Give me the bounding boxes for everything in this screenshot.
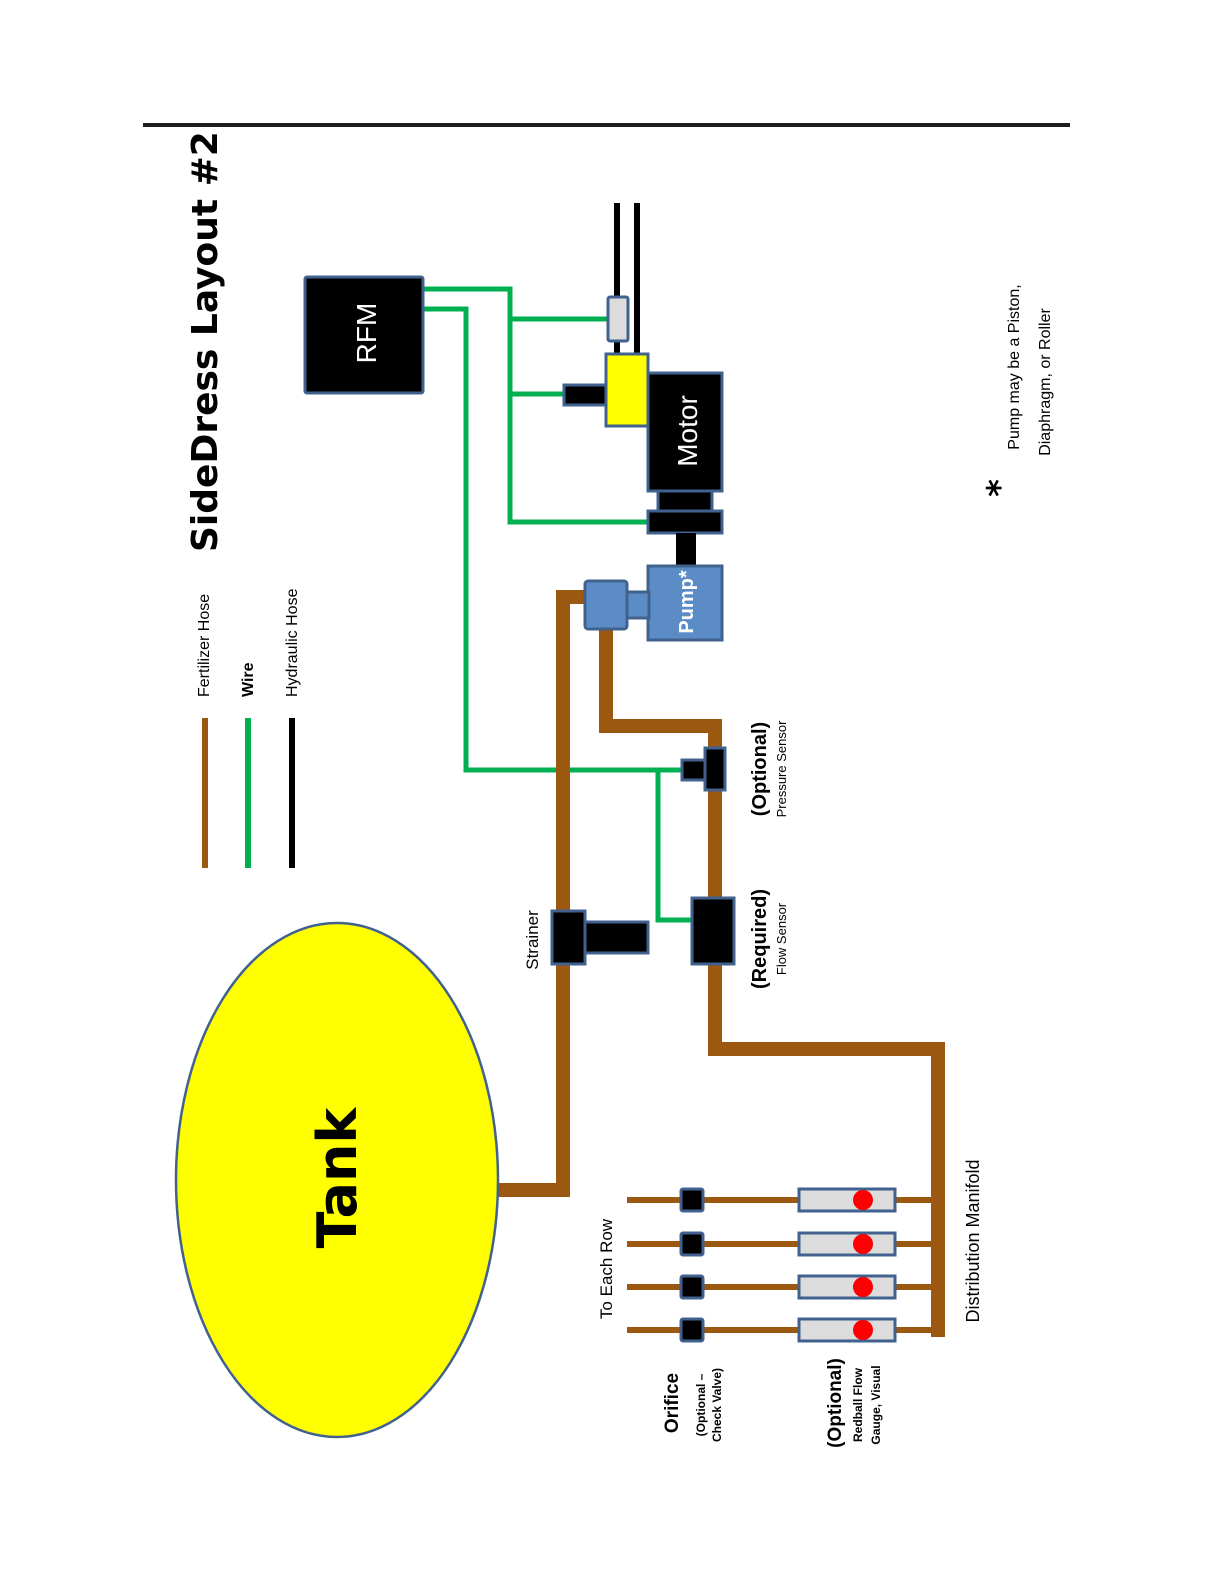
redball-gauge	[799, 1233, 895, 1255]
redball-indicator	[853, 1277, 873, 1297]
legend-wire-label: Wire	[240, 662, 257, 697]
flow-sensor-name: Flow Sensor	[774, 902, 789, 975]
redball-gauge	[799, 1189, 895, 1211]
redball-qualifier: (Optional)	[825, 1358, 846, 1448]
legend-hydraulic-label: Hydraulic Hose	[284, 588, 301, 697]
hose-pump-to-pressure-sensor	[606, 635, 715, 752]
motor-label: Motor	[672, 395, 703, 467]
pressure-sensor-name: Pressure Sensor	[774, 720, 789, 817]
legend: Fertilizer Hose Wire Hydraulic Hose	[196, 588, 301, 868]
orifice-note-line2: Check Valve)	[710, 1368, 724, 1442]
redball-gauge	[799, 1319, 895, 1341]
row-outlets	[681, 1189, 895, 1341]
orifice	[681, 1189, 703, 1211]
pressure-sensor-qualifier: (Optional)	[749, 722, 771, 816]
tank-label: Tank	[306, 1107, 369, 1249]
strainer-label: Strainer	[523, 910, 542, 970]
hydraulic-control-block	[606, 354, 648, 426]
pump-label: Pump*	[676, 570, 698, 634]
footnote-line2: Diaphragm, or Roller	[1037, 308, 1054, 456]
footnote-asterisk-icon: *	[980, 479, 1020, 497]
rfm-controller: RFM	[305, 277, 423, 393]
orifice-note-line1: (Optional –	[694, 1373, 708, 1436]
diagram-title: SideDress Layout #2	[185, 131, 226, 552]
footnote-line1: Pump may be a Piston,	[1006, 284, 1023, 449]
pump-neck	[627, 592, 649, 618]
legend-fertilizer-label: Fertilizer Hose	[196, 594, 213, 697]
hydraulic-motor: Motor	[648, 373, 722, 566]
redball-gauge	[799, 1276, 895, 1298]
distribution-manifold-label: Distribution Manifold	[963, 1159, 983, 1322]
to-each-row-label: To Each Row	[597, 1218, 616, 1319]
redball-indicator	[853, 1320, 873, 1340]
orifice	[681, 1319, 703, 1341]
hose-tank-to-pump	[500, 597, 588, 1190]
tank: Tank	[176, 923, 498, 1437]
pressure-sensor: (Optional) Pressure Sensor	[682, 720, 789, 817]
pump-inlet-head	[585, 581, 627, 629]
orifice	[681, 1276, 703, 1298]
redball-indicator	[853, 1190, 873, 1210]
rfm-label: RFM	[351, 303, 382, 364]
header-rule	[143, 123, 1070, 127]
redball-line1: Redball Flow	[851, 1367, 865, 1442]
motor-mount	[648, 511, 722, 533]
orifice	[681, 1233, 703, 1255]
flow-sensor-qualifier: (Required)	[749, 889, 771, 989]
motor-coupler	[658, 491, 712, 511]
redball-indicator	[853, 1234, 873, 1254]
hydraulic-valve	[608, 297, 628, 341]
orifice-label: Orifice (Optional – Check Valve)	[662, 1368, 724, 1442]
redball-gauge-label: (Optional) Redball Flow Gauge, Visual	[825, 1358, 883, 1448]
wire-to-flow-sensor	[658, 770, 692, 920]
pump-shaft	[676, 533, 696, 566]
strainer: Strainer	[523, 910, 648, 970]
redball-line2: Gauge, Visual	[869, 1365, 883, 1444]
orifice-name: Orifice	[662, 1373, 683, 1433]
pump: Pump*	[585, 566, 722, 640]
footnote: * Pump may be a Piston, Diaphragm, or Ro…	[980, 284, 1054, 497]
solenoid	[564, 385, 606, 405]
flow-sensor: (Required) Flow Sensor	[692, 889, 789, 989]
row-outlet-lines	[627, 1200, 938, 1330]
